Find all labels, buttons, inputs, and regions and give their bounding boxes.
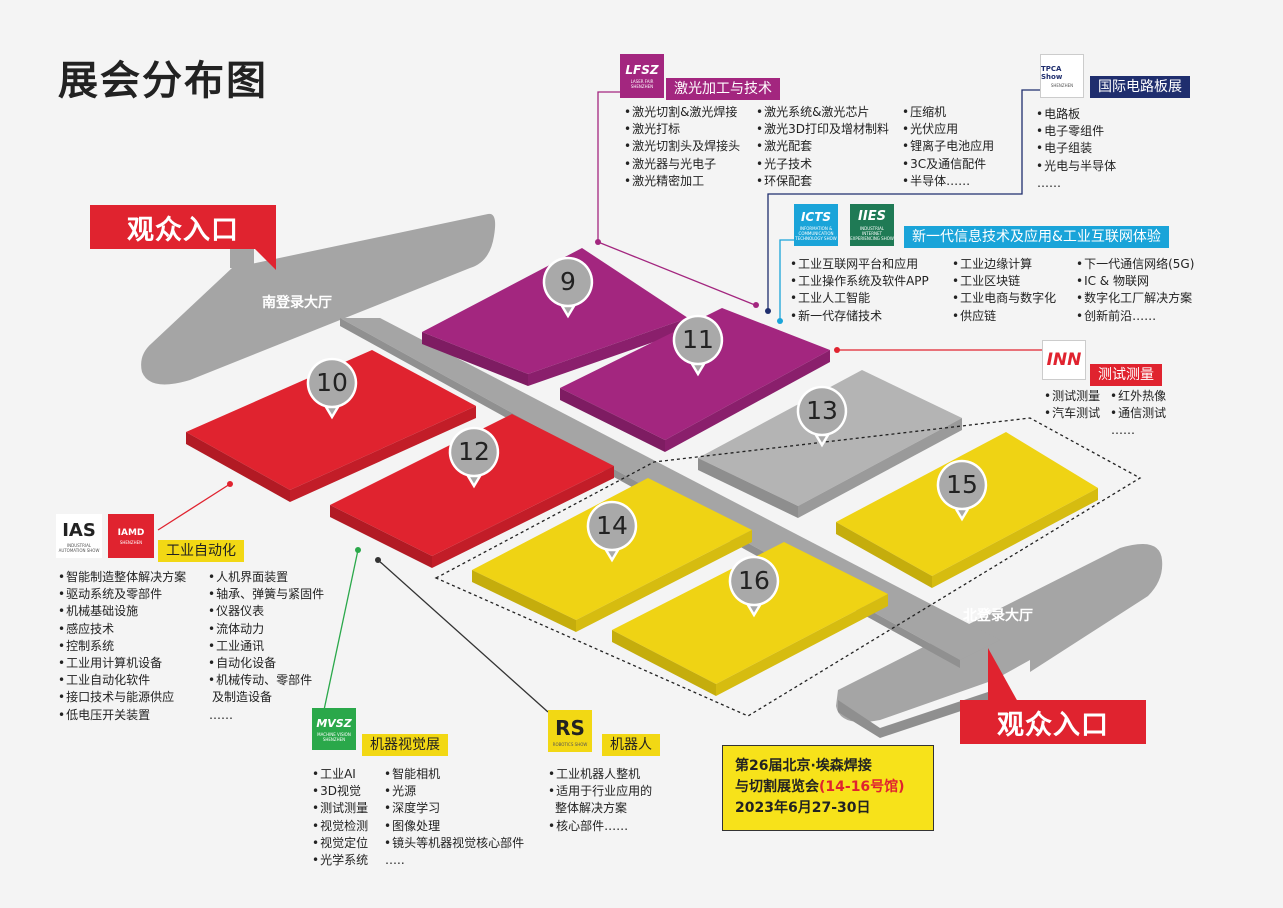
hall-number-10[interactable]: 10 (316, 368, 348, 397)
hall-11-shape[interactable] (560, 308, 830, 452)
rs-list: 工业机器人整机适用于行业应用的整体解决方案核心部件…… (548, 766, 652, 835)
tpca-list: 电路板电子零组件电子组装光电与半导体 …… (1036, 106, 1116, 192)
inn-logo: INN (1042, 340, 1086, 380)
hall-10-shape[interactable] (186, 350, 476, 502)
event-info-box: 第26届北京·埃森焊接 与切割展览会(14-16号馆) 2023年6月27-30… (722, 745, 934, 831)
mvsz-list-col2: 智能相机光源深度学习图像处理镜头等机器视觉核心部件 ….. (384, 766, 524, 869)
iies-logo: IIES INDUSTRIAL INTERNET EXPERIENCING SH… (850, 204, 894, 246)
lfsz-list-col3: 压缩机光伏应用锂离子电池应用3C及通信配件半导体…… (902, 104, 994, 190)
mvsz-list-col1: 工业AI3D视觉测试测量视觉检测视觉定位光学系统 (312, 766, 368, 869)
hall-number-11[interactable]: 11 (682, 325, 714, 354)
ias-category-label: 工业自动化 (158, 540, 244, 562)
north-lobby-shape (836, 544, 1163, 738)
south-lobby-label: 南登录大厅 (262, 295, 332, 311)
icts-list-col1: 工业互联网平台和应用工业操作系统及软件APP工业人工智能新一代存储技术 (790, 256, 929, 325)
icts-list-col3: 下一代通信网络(5G)IC & 物联网数字化工厂解决方案创新前沿…… (1076, 256, 1194, 325)
hall-number-12[interactable]: 12 (458, 437, 490, 466)
lfsz-list-col2: 激光系统&激光芯片激光3D打印及增材制料激光配套光子技术环保配套 (756, 104, 889, 190)
hall-16-shape[interactable] (612, 542, 888, 696)
icts-category-label: 新一代信息技术及应用&工业互联网体验 (904, 226, 1169, 248)
rs-category-label: 机器人 (602, 734, 660, 756)
south-lobby-shape (141, 213, 496, 385)
north-lobby-label: 北登录大厅 (963, 608, 1033, 624)
inn-list-col2: 红外热像通信测试 …… (1110, 388, 1166, 440)
south-entrance-sign: 观众入口 (90, 205, 276, 249)
welding-show-outline (434, 417, 1142, 717)
hall-number-14[interactable]: 14 (596, 511, 628, 540)
lfsz-list-col1: 激光切割&激光焊接激光打标激光切割头及焊接头激光器与光电子激光精密加工 (624, 104, 740, 190)
north-entrance-sign: 观众入口 (960, 700, 1146, 744)
mvsz-logo: MVSZ MACHINE VISION SHENZHEN (312, 708, 356, 750)
ias-list-col2: 人机界面装置轴承、弹簧与紧固件仪器仪表流体动力工业通讯自动化设备机械传动、零部件… (208, 569, 324, 724)
ias-list-col1: 智能制造整体解决方案驱动系统及零部件机械基础设施感应技术控制系统工业用计算机设备… (58, 569, 186, 724)
south-entrance-arrow (254, 248, 276, 270)
north-entrance-arrow (988, 648, 1018, 702)
event-title-line1: 第26届北京·埃森焊接 (735, 758, 872, 774)
icts-logo: ICTS INFORMATION & COMMUNICATION TECHNOL… (794, 204, 838, 246)
event-title-line2: 与切割展览会(14-16号馆) (735, 779, 905, 795)
event-date: 2023年6月27-30日 (735, 800, 871, 816)
hall-number-15[interactable]: 15 (946, 470, 978, 499)
tpca-category-label: 国际电路板展 (1090, 76, 1190, 98)
rs-logo: RS ROBOTICS SHOW (548, 710, 592, 752)
hall-number-9[interactable]: 9 (560, 267, 576, 296)
inn-list-col1: 测试测量汽车测试 (1044, 388, 1100, 422)
mvsz-category-label: 机器视觉展 (362, 734, 448, 756)
tpca-logo: TPCA Show SHENZHEN (1040, 54, 1084, 98)
ias-logo: IAS INDUSTRIAL AUTOMATION SHOW (56, 514, 102, 558)
lfsz-logo: LFSZ LASER FAIR SHENZHEN (620, 54, 664, 98)
inn-category-label: 测试测量 (1090, 364, 1162, 386)
hall-13-shape[interactable] (698, 370, 962, 518)
connector-lines (157, 89, 1042, 713)
icts-list-col2: 工业边缘计算工业区块链工业电商与数字化供应链 (952, 256, 1056, 325)
page-title: 展会分布图 (58, 58, 268, 104)
hall-9-shape[interactable] (422, 248, 688, 386)
hall-number-16[interactable]: 16 (738, 566, 770, 595)
hall-pins (306, 256, 988, 618)
lfsz-category-label: 激光加工与技术 (666, 78, 780, 100)
iamd-logo: IAMD SHENZHEN (108, 514, 154, 558)
hall-number-13[interactable]: 13 (806, 396, 838, 425)
